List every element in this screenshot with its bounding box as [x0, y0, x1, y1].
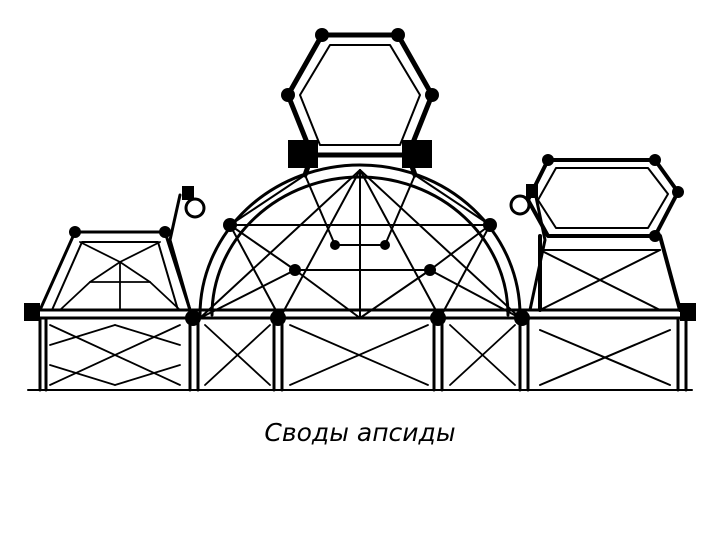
- slide-caption: Своды апсиды: [264, 418, 456, 447]
- right-hexagon: [526, 158, 682, 386]
- pier-nodes: [24, 28, 696, 326]
- apse-ribs: [199, 169, 521, 319]
- lower-bays: [204, 324, 516, 386]
- apse-vault-plan: [24, 28, 696, 392]
- buttress-circles: [168, 190, 547, 312]
- plan-walls: [26, 308, 694, 392]
